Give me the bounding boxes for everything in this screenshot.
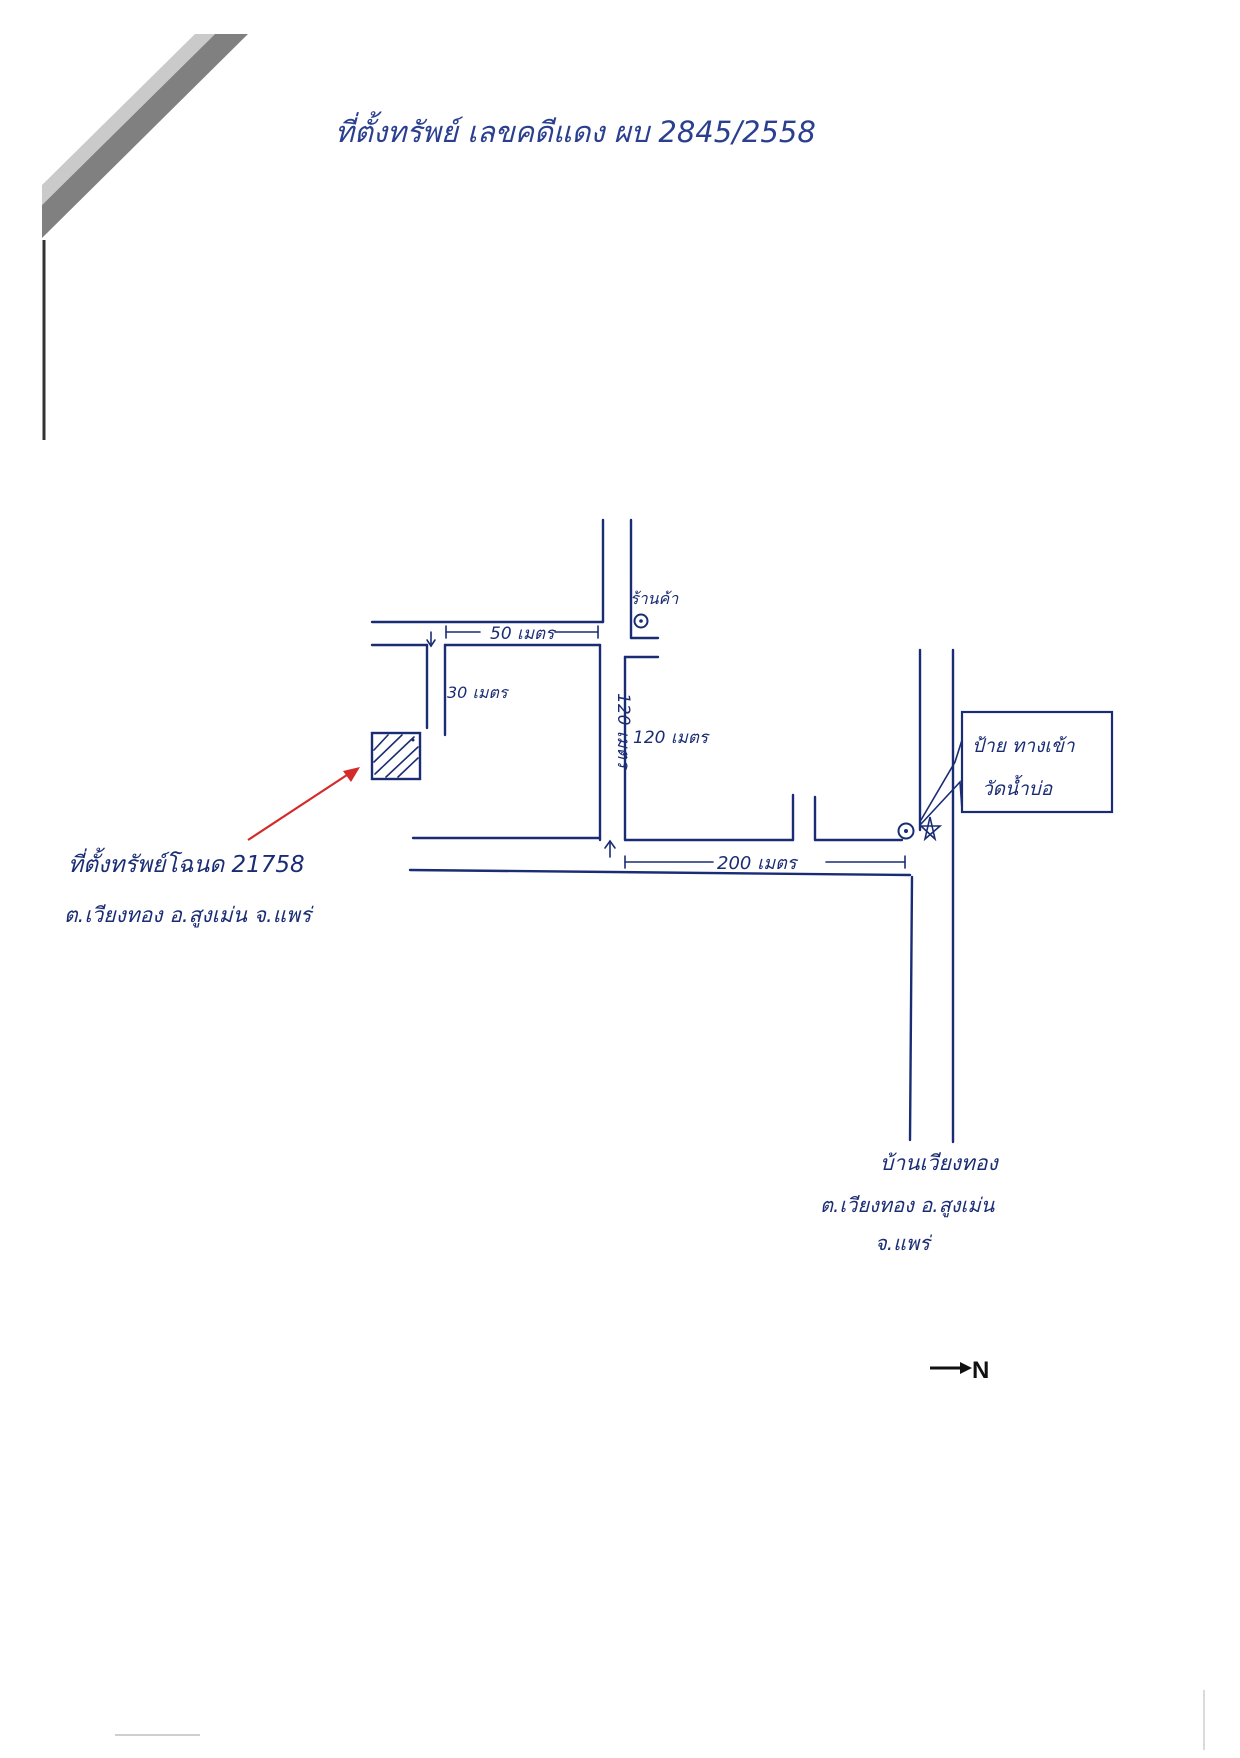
property-label: ที่ตั้งทรัพย์โฉนด 21758 bbox=[68, 847, 305, 878]
dimension-30m: 30 เมตร bbox=[426, 631, 510, 702]
temple-sign: ป้าย ทางเข้า วัดน้ำบ่อ bbox=[897, 710, 1114, 842]
dimension-30m-label: 30 เมตร bbox=[447, 683, 510, 702]
road-east-left-edge-lower bbox=[908, 875, 914, 1142]
shop-label: ร้านค้า bbox=[630, 589, 679, 608]
dimension-50m-label: 50 เมตร bbox=[490, 624, 556, 644]
dimension-120m-vertical-label: 120 เมตร bbox=[613, 693, 633, 770]
property-address: ต.เวียงทอง อ.สูงเม่น จ.แพร่ bbox=[64, 903, 314, 928]
sign-box bbox=[960, 710, 1114, 814]
page-corner-fold bbox=[42, 30, 250, 440]
village-subdistrict: ต.เวียงทอง อ.สูงเม่น bbox=[820, 1193, 996, 1218]
road-network bbox=[370, 518, 955, 1144]
village-name: บ้านเวียงทอง bbox=[880, 1151, 999, 1175]
shop-marker-icon bbox=[633, 613, 649, 629]
north-indicator: N bbox=[930, 1357, 989, 1384]
star-icon bbox=[918, 816, 943, 842]
north-label: N bbox=[972, 1357, 989, 1384]
dimension-200m-label: 200 เมตร bbox=[717, 853, 799, 874]
dimension-120m-vertical: 120 เมตร bbox=[613, 693, 633, 770]
sign-line-1: ป้าย ทางเข้า bbox=[972, 735, 1076, 757]
sign-marker-icon bbox=[897, 822, 915, 840]
scan-artifacts bbox=[115, 1690, 1205, 1750]
dimension-200m: 200 เมตร bbox=[604, 839, 906, 874]
property-parcel bbox=[370, 731, 422, 781]
dimension-120m-label: 120 เมตร bbox=[633, 728, 710, 748]
village-province: จ.แพร่ bbox=[875, 1231, 933, 1255]
property-pointer-arrow bbox=[247, 767, 360, 841]
shop-landmark: ร้านค้า bbox=[630, 589, 679, 629]
map-title: ที่ตั้งทรัพย์ เลขคดีแดง ผบ 2845/2558 bbox=[335, 111, 816, 149]
dimension-50m: 50 เมตร bbox=[445, 624, 599, 644]
road-main-lower bbox=[408, 868, 912, 877]
sign-line-2: วัดน้ำบ่อ bbox=[982, 774, 1054, 800]
